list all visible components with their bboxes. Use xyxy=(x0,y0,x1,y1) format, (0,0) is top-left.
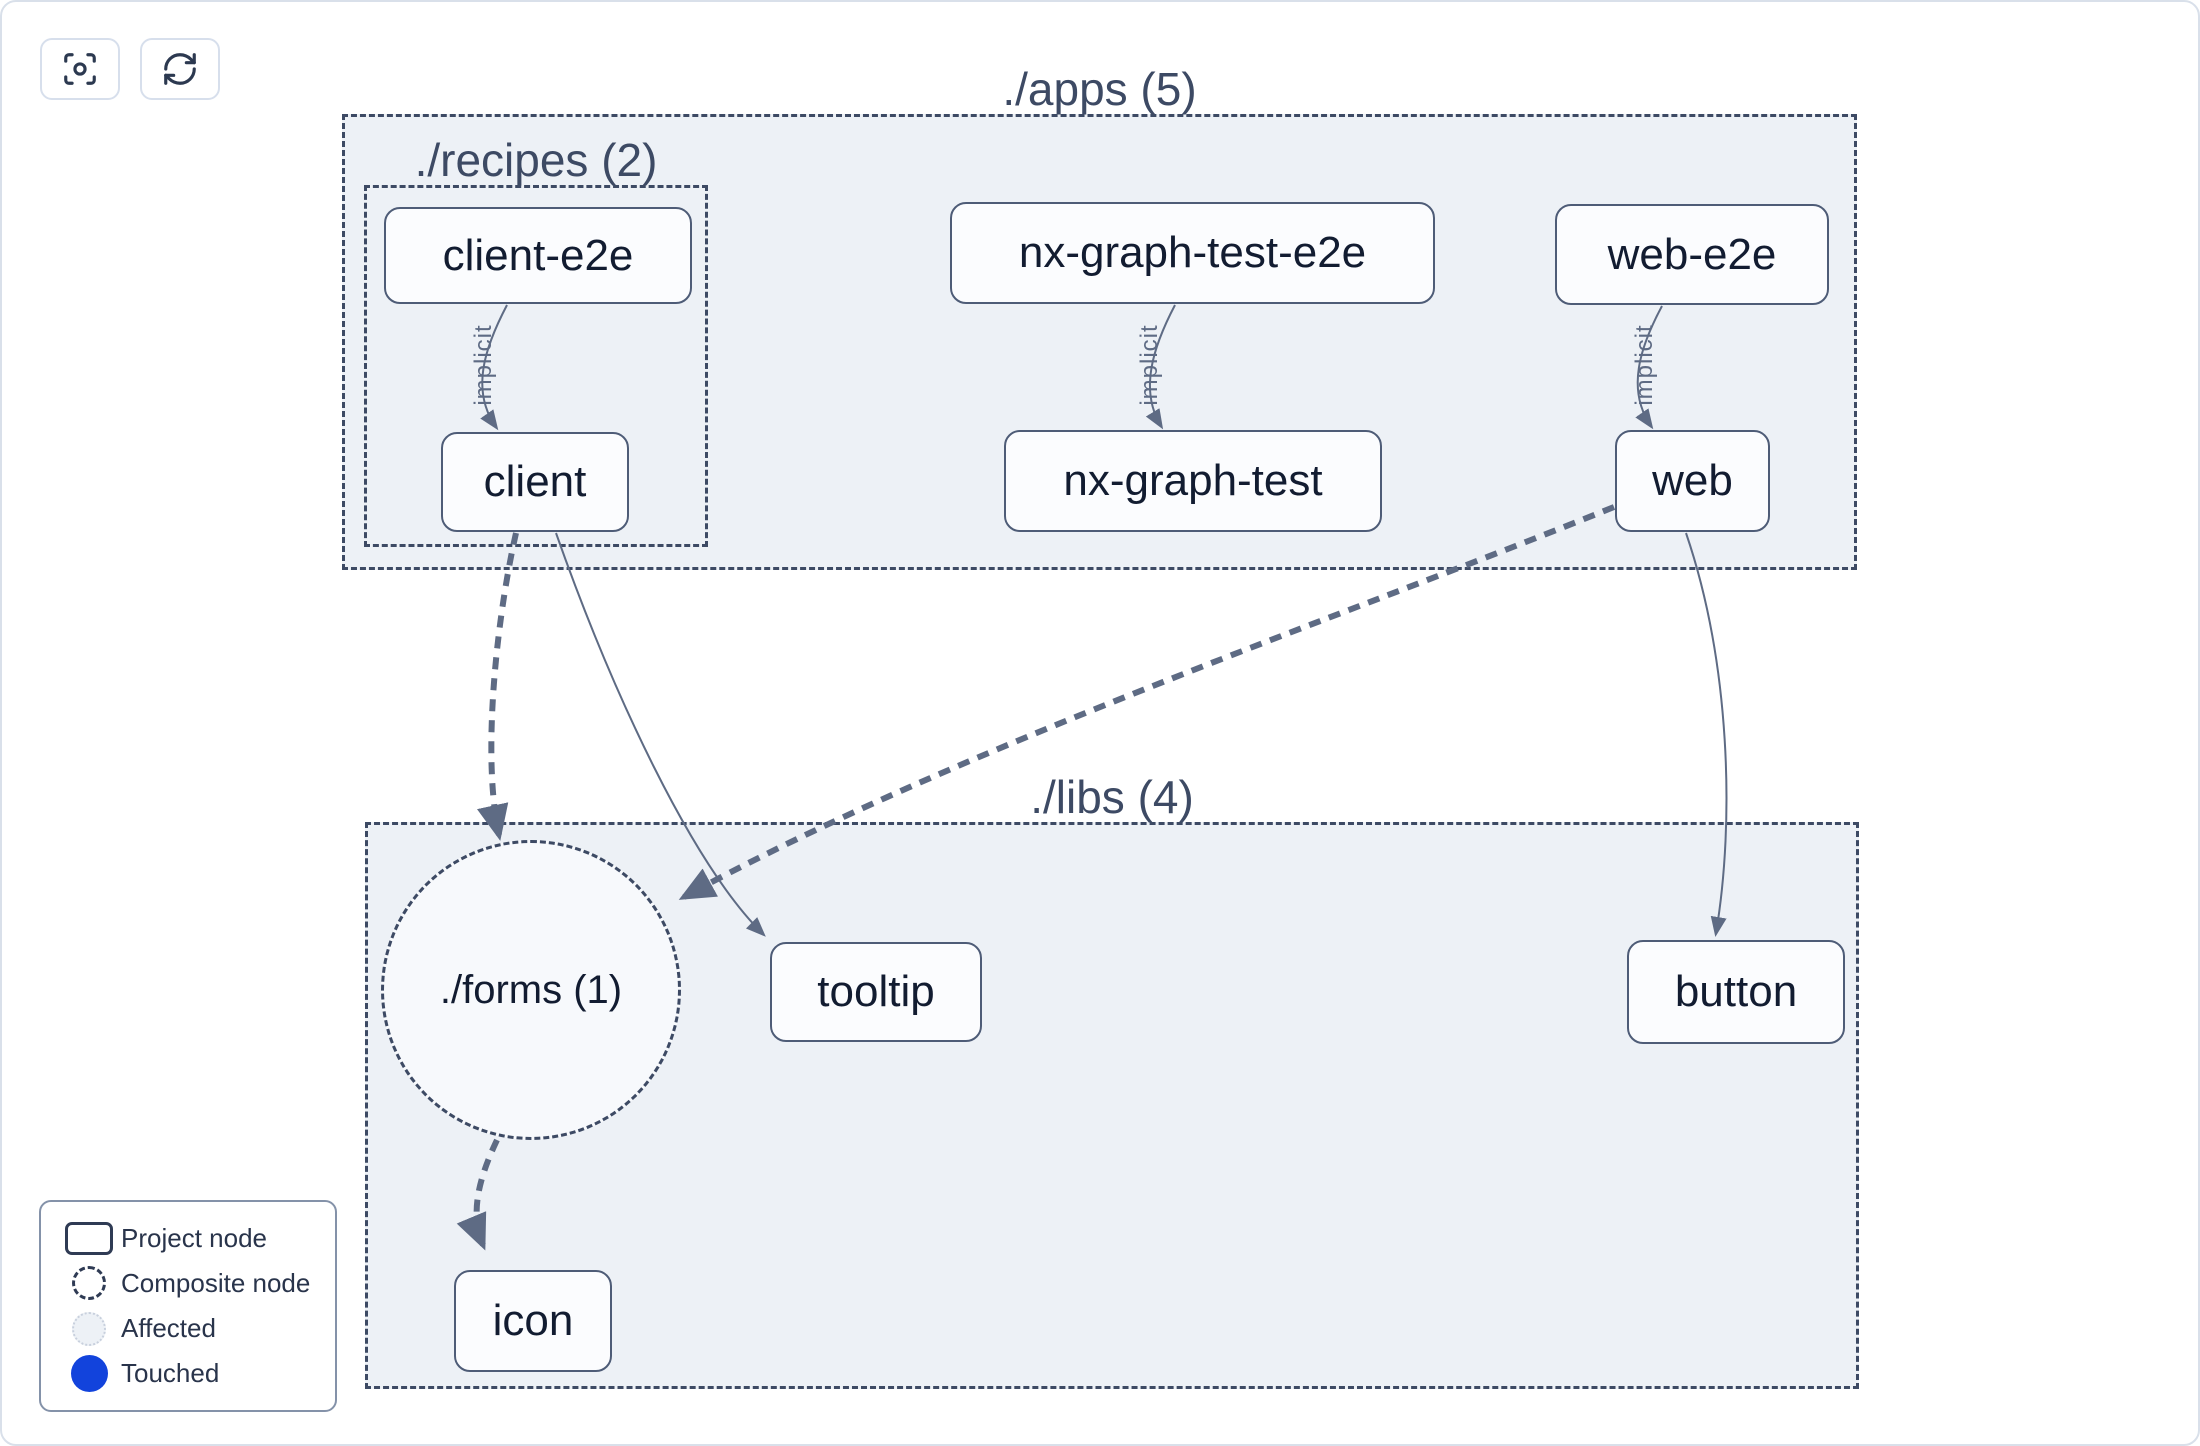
legend-label: Composite node xyxy=(121,1267,311,1298)
node-tooltip[interactable]: tooltip xyxy=(770,942,982,1042)
refresh-graph-button[interactable] xyxy=(140,38,220,100)
node-button[interactable]: button xyxy=(1627,940,1845,1044)
node-forms-composite[interactable]: ./forms (1) xyxy=(381,840,681,1140)
composite-node-swatch-icon xyxy=(72,1266,106,1301)
group-libs-label: ./libs (4) xyxy=(1030,771,1194,823)
node-icon[interactable]: icon xyxy=(454,1270,612,1372)
legend-item-touched: Touched xyxy=(57,1352,319,1396)
legend-item-affected: Affected xyxy=(57,1307,319,1351)
legend-label: Touched xyxy=(121,1358,220,1389)
center-graph-button[interactable] xyxy=(40,38,120,100)
node-web-e2e[interactable]: web-e2e xyxy=(1555,204,1829,305)
node-client[interactable]: client xyxy=(441,432,629,532)
node-nx-graph-test[interactable]: nx-graph-test xyxy=(1004,430,1382,532)
node-web[interactable]: web xyxy=(1615,430,1770,532)
legend-item-composite-node: Composite node xyxy=(57,1261,319,1305)
node-client-e2e[interactable]: client-e2e xyxy=(384,207,692,304)
affected-swatch-icon xyxy=(72,1311,106,1346)
touched-swatch-icon xyxy=(70,1355,108,1393)
refresh-icon xyxy=(164,53,196,85)
project-node-swatch-icon xyxy=(65,1221,113,1255)
node-nx-graph-test-e2e[interactable]: nx-graph-test-e2e xyxy=(950,202,1435,304)
focus-icon xyxy=(64,53,96,85)
legend-label: Affected xyxy=(121,1313,216,1344)
edge-client-to-forms xyxy=(477,532,519,841)
legend: Project node Composite node Affected Tou… xyxy=(39,1200,337,1412)
group-apps-label: ./apps (5) xyxy=(1002,63,1197,115)
legend-label: Project node xyxy=(121,1222,267,1253)
legend-item-project-node: Project node xyxy=(57,1216,319,1260)
